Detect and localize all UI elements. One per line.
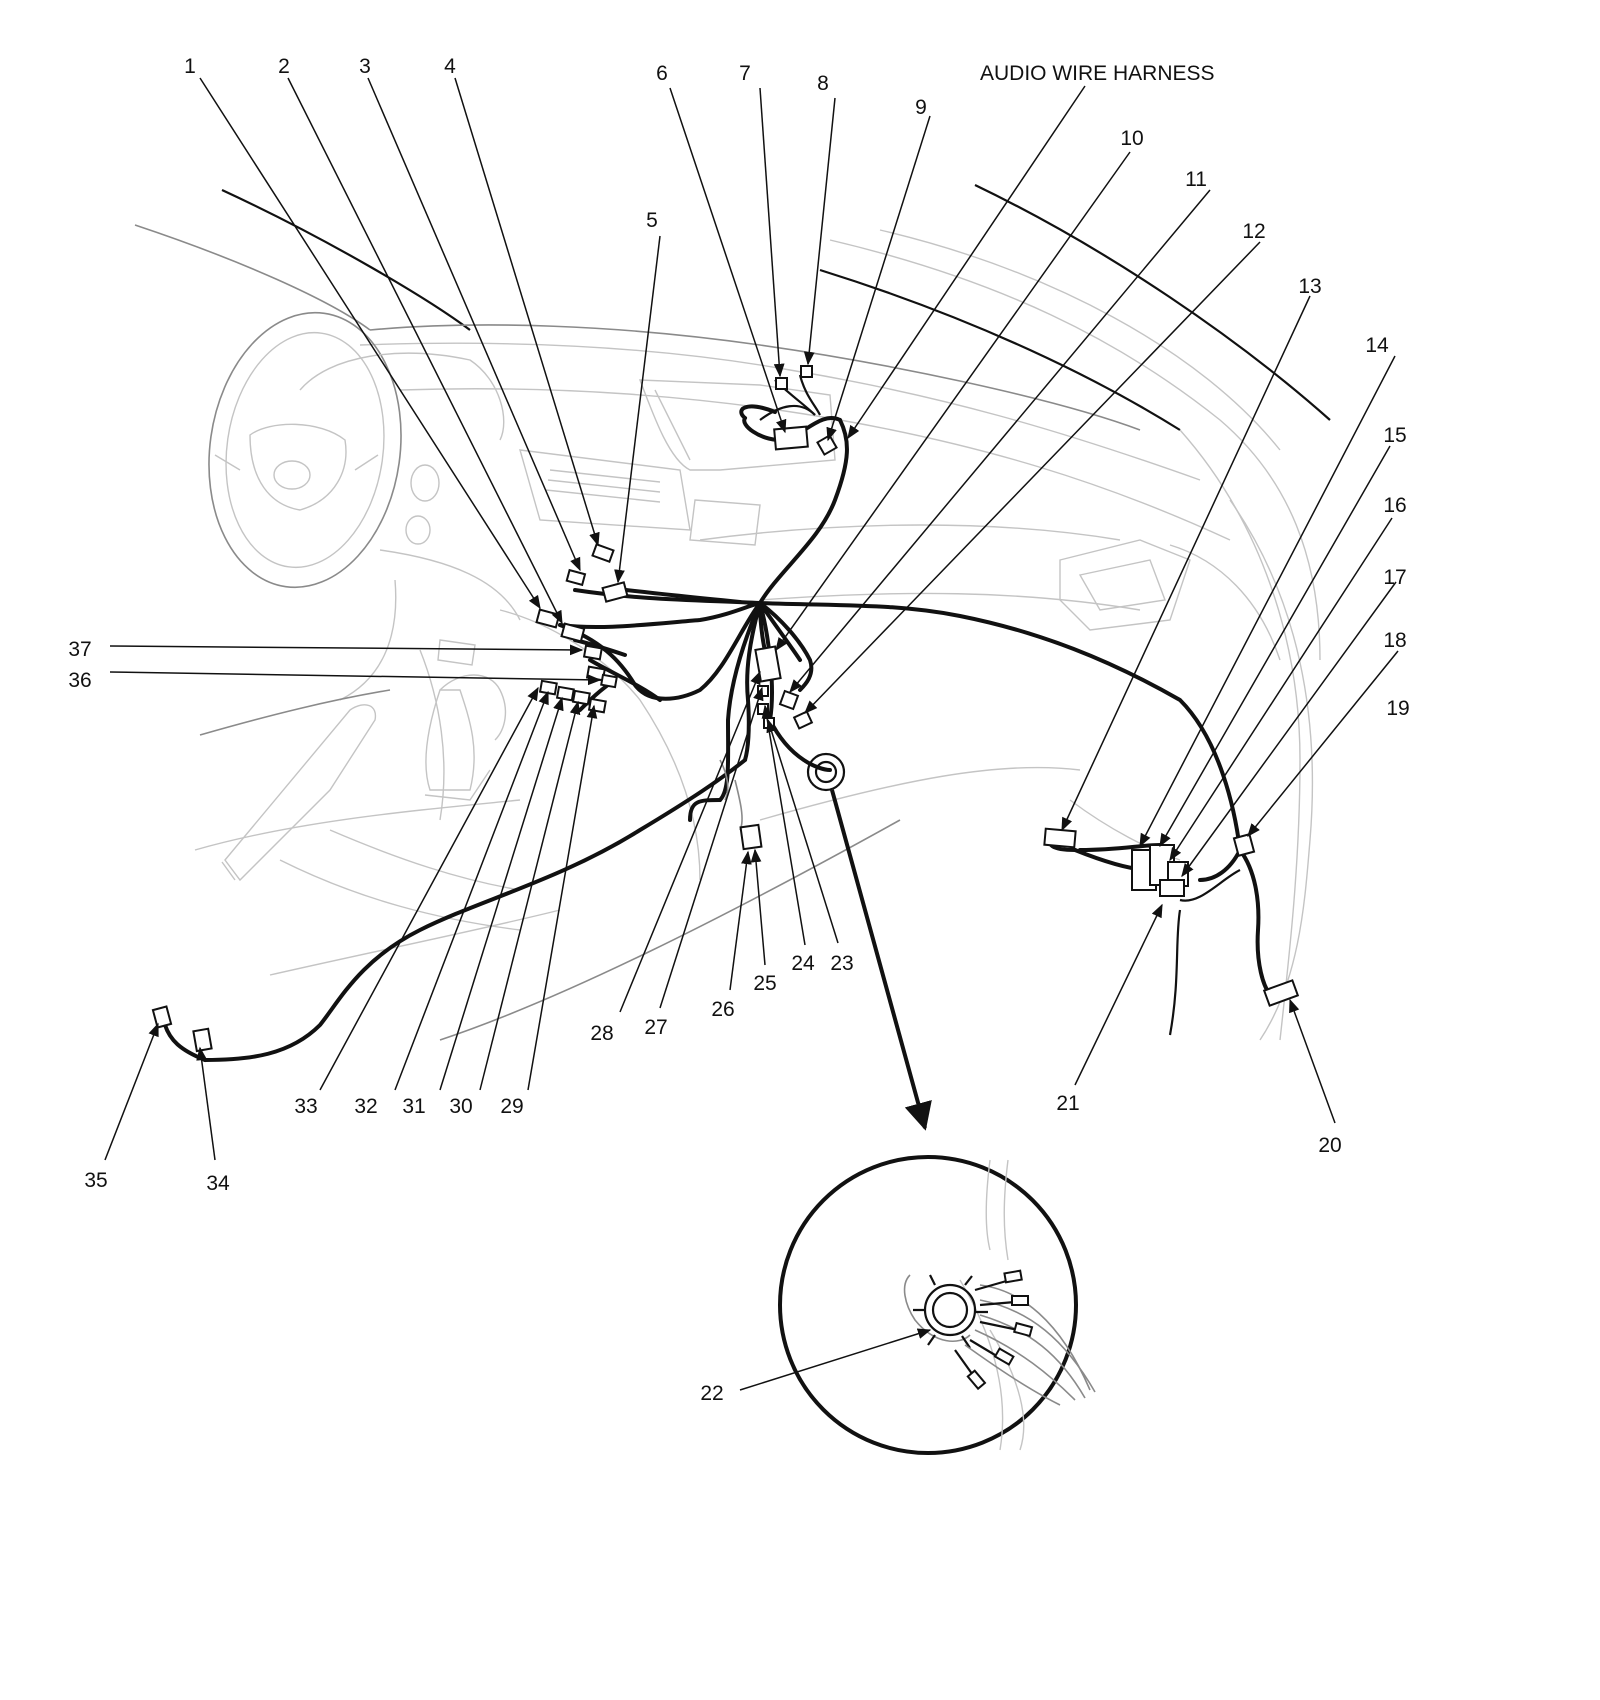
grommet-detail-view xyxy=(778,789,1096,1455)
callout-27: 27 xyxy=(644,1016,667,1039)
callout-24: 24 xyxy=(791,952,815,975)
callout-labels: AUDIO WIRE HARNESS 1 2 3 4 5 6 7 8 9 10 … xyxy=(68,55,1409,1405)
callout-13: 13 xyxy=(1298,275,1321,298)
callout-5: 5 xyxy=(646,209,658,232)
callout-17: 17 xyxy=(1383,566,1406,589)
callout-23: 23 xyxy=(830,952,853,975)
callout-2: 2 xyxy=(278,55,290,78)
diagram-title: AUDIO WIRE HARNESS xyxy=(980,62,1215,85)
callout-3: 3 xyxy=(359,55,371,78)
callout-18: 18 xyxy=(1383,629,1406,652)
callout-28: 28 xyxy=(590,1022,613,1045)
callout-14: 14 xyxy=(1365,334,1389,357)
callout-11: 11 xyxy=(1185,168,1207,191)
leader-lines xyxy=(104,77,1399,1391)
callout-10: 10 xyxy=(1120,127,1143,150)
callout-36: 36 xyxy=(68,669,91,692)
callout-4: 4 xyxy=(444,55,456,78)
callout-8: 8 xyxy=(817,72,829,95)
callout-1: 1 xyxy=(184,55,196,78)
callout-15: 15 xyxy=(1383,424,1406,447)
callout-22: 22 xyxy=(700,1382,723,1405)
audio-wire-harness xyxy=(163,374,1277,1062)
callout-37: 37 xyxy=(68,638,91,661)
callout-7: 7 xyxy=(739,62,751,85)
callout-6: 6 xyxy=(656,62,668,85)
callout-29: 29 xyxy=(500,1095,523,1118)
callout-16: 16 xyxy=(1383,494,1406,517)
callout-20: 20 xyxy=(1318,1134,1341,1157)
callout-33: 33 xyxy=(294,1095,317,1118)
callout-19: 19 xyxy=(1386,697,1409,720)
callout-9: 9 xyxy=(915,96,927,119)
callout-34: 34 xyxy=(206,1172,230,1195)
connectors xyxy=(151,365,1300,1053)
callout-26: 26 xyxy=(711,998,734,1021)
callout-35: 35 xyxy=(84,1169,107,1192)
callout-30: 30 xyxy=(449,1095,472,1118)
callout-25: 25 xyxy=(753,972,776,995)
callout-12: 12 xyxy=(1242,220,1265,243)
callout-31: 31 xyxy=(402,1095,425,1118)
dashboard-background-art xyxy=(134,184,1331,1041)
callout-21: 21 xyxy=(1056,1092,1079,1115)
callout-32: 32 xyxy=(354,1095,377,1118)
